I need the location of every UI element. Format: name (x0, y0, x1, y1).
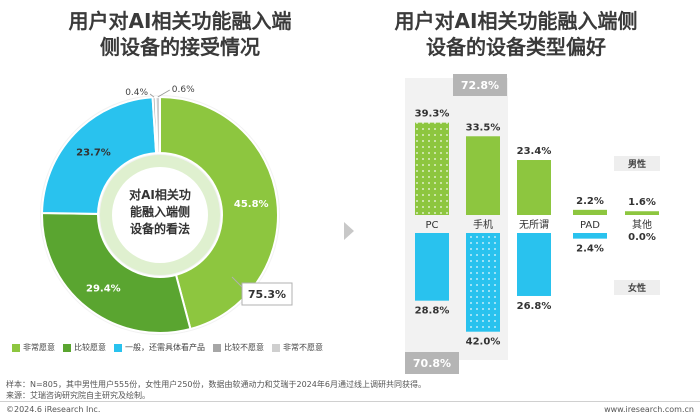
donut-slice-label-2: 29.4% (86, 283, 121, 294)
male-bar-1 (415, 122, 449, 215)
male-bar-2 (466, 136, 500, 215)
female-total-label: 70.8% (413, 357, 451, 370)
right-title-line-2: 设备的设备类型偏好 (426, 35, 606, 59)
legend-item-1: 非常愿意 (12, 342, 55, 353)
male-bar-5 (625, 211, 659, 215)
female-bar-4 (573, 233, 607, 239)
donut-legend: 非常愿意 比较愿意 一般，还需具体看产品 比较不愿意 非常不愿意 (12, 342, 323, 353)
legend-swatch (63, 343, 71, 352)
female-value-label-4: 2.4% (576, 244, 604, 255)
male-total-box (453, 74, 507, 96)
series-tag-male-bg (614, 156, 660, 171)
category-label-1: PC (425, 220, 438, 231)
combined-box (241, 282, 293, 306)
donut-center-label-3: 设备的看法 (130, 221, 190, 236)
legend-label: 比较不愿意 (224, 343, 264, 352)
donut-slice-label-3: 23.7% (76, 147, 111, 158)
male-value-label-1: 39.3% (415, 109, 450, 120)
category-label-3: 无所谓 (519, 219, 549, 231)
legend-item-2: 比较愿意 (63, 342, 106, 353)
legend-label: 非常不愿意 (283, 343, 323, 352)
category-label-5: 其他 (632, 218, 652, 231)
male-bar-4 (573, 209, 607, 215)
male-value-label-4: 2.2% (576, 196, 604, 207)
female-total-box (405, 352, 459, 374)
donut-slice-label-4: 0.4% (125, 88, 148, 98)
right-chart-title: 用户对AI相关功能融入端侧 设备的设备类型偏好 (356, 8, 676, 60)
legend-swatch (114, 343, 122, 352)
donut-slice-1 (159, 95, 279, 331)
donut-slice-2 (41, 211, 192, 334)
series-tag-male: 男性 (628, 158, 646, 170)
series-tag-female: 女性 (628, 282, 646, 294)
legend-item-5: 非常不愿意 (272, 342, 323, 353)
left-chart-title: 用户对AI相关功能融入端 侧设备的接受情况 (30, 8, 330, 60)
left-title-line-2: 侧设备的接受情况 (100, 35, 260, 59)
legend-label: 一般，还需具体看产品 (125, 343, 205, 352)
footer-divider (0, 401, 700, 402)
legend-swatch (213, 343, 221, 352)
website: www.iresearch.com.cn (604, 405, 694, 414)
male-value-label-3: 23.4% (517, 146, 552, 157)
donut-center (112, 167, 208, 263)
combined-label: 75.3% (248, 288, 286, 301)
female-bar-2 (466, 233, 500, 332)
arrow-right-icon (344, 222, 354, 240)
bar-chart: 72.8% 70.8% 39.3% 33.5% 23.4% 2.2% 1.6% 28.8% 42… (405, 74, 660, 374)
female-value-label-3: 26.8% (517, 301, 552, 312)
category-label-4: PAD (580, 220, 600, 231)
legend-label: 比较愿意 (74, 343, 106, 352)
donut-slice-label-1: 45.8% (234, 199, 269, 210)
male-value-label-5: 1.6% (628, 197, 656, 208)
legend-item-3: 一般，还需具体看产品 (114, 342, 205, 353)
female-value-label-2: 42.0% (466, 337, 501, 348)
category-label-2: 手机 (473, 218, 493, 231)
female-bar-1 (415, 233, 449, 301)
female-bar-3 (517, 233, 551, 296)
male-bar-3 (517, 160, 551, 215)
male-total-label: 72.8% (461, 79, 499, 92)
donut-slice-3 (40, 96, 158, 215)
source-note: 来源：艾瑞咨询研究院自主研究及绘制。 (6, 391, 150, 400)
donut-slice-5 (154, 95, 161, 155)
left-title-line-1: 用户对AI相关功能融入端 (68, 9, 292, 33)
copyright: ©2024.6 iResearch Inc. (6, 405, 101, 414)
series-tag-female-bg (614, 280, 660, 295)
sample-note: 样本：N=805，其中男性用户555份，女性用户250份，数据由软通动力和艾瑞于… (6, 380, 426, 389)
donut-slice-label-5: 0.6% (172, 85, 195, 95)
female-value-label-1: 28.8% (415, 306, 450, 317)
female-value-label-5: 0.0% (628, 232, 656, 243)
legend-swatch (12, 343, 20, 352)
right-title-line-1: 用户对AI相关功能融入端侧 (394, 9, 638, 33)
male-value-label-2: 33.5% (466, 122, 501, 133)
leader-line-4 (149, 93, 155, 98)
legend-item-4: 比较不愿意 (213, 342, 264, 353)
donut-center-label-2: 能融入端侧 (130, 204, 190, 219)
donut-center-label-1: 对AI相关功 (129, 187, 191, 202)
leader-line-5 (157, 89, 170, 98)
legend-swatch (272, 343, 280, 352)
legend-label: 非常愿意 (23, 343, 55, 352)
